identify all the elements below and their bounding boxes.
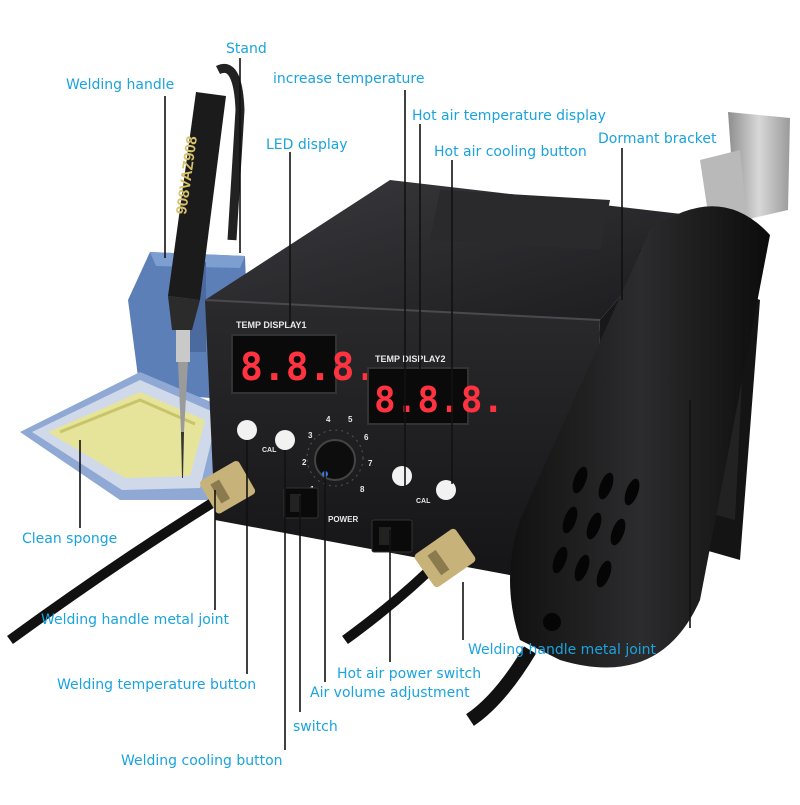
led-display-1 — [231, 334, 337, 394]
dial-mark: 4 — [326, 415, 331, 424]
cal-left: CAL — [262, 447, 277, 454]
label-switch: switch — [293, 719, 338, 735]
label-hot-air-power-switch: Hot air power switch — [337, 666, 482, 682]
iron-connector — [7, 461, 256, 645]
hot-air-connector — [342, 528, 476, 645]
label-hot-air-cooling-button: Hot air cooling button — [434, 144, 587, 160]
display1-title: TEMP DISPLAY1 — [236, 320, 307, 330]
welding-cooling-btn[interactable] — [237, 420, 257, 440]
display2-title: TEMP DISPLAY2 — [375, 354, 446, 364]
display2-value: 8.8.8. — [374, 380, 504, 421]
label-hot-air-temperature-display: Hot air temperature display — [412, 108, 606, 124]
label-welding-handle-metal-joint-right: Welding handle metal joint — [468, 642, 657, 658]
label-welding-cooling-button: Welding cooling button — [121, 753, 283, 769]
hot-air-power-switch[interactable] — [371, 519, 413, 553]
hot-air-gun — [465, 112, 790, 726]
dial-mark: 8 — [360, 485, 365, 494]
display1-value: 8.8.8. — [240, 345, 377, 389]
dial-mark: 6 — [364, 433, 369, 442]
label-stand: Stand — [226, 41, 267, 57]
clean-sponge-tray — [20, 372, 230, 500]
label-air-volume-adjustment: Air volume adjustment — [310, 685, 470, 701]
hot-air-cooling-btn[interactable] — [436, 480, 456, 500]
dial-mark: 2 — [302, 458, 307, 467]
label-increase-temperature: increase temperature — [273, 71, 425, 87]
dial-mark: 7 — [368, 459, 373, 468]
increase-temperature-btn[interactable] — [392, 466, 412, 486]
label-clean-sponge: Clean sponge — [22, 531, 118, 547]
air-volume-knob[interactable] — [314, 439, 356, 481]
cal-right: CAL — [416, 498, 431, 505]
dial-mark: 5 — [348, 415, 353, 424]
label-welding-handle: Welding handle — [66, 77, 175, 93]
welding-temperature-btn[interactable] — [275, 430, 295, 450]
label-welding-handle-metal-joint-left: Welding handle metal joint — [41, 612, 230, 628]
leader-lines — [79, 58, 691, 750]
label-led-display: LED display — [266, 137, 348, 153]
power-label: POWER — [328, 515, 358, 524]
dial-mark: 3 — [308, 431, 313, 440]
label-welding-temperature-button: Welding temperature button — [57, 677, 257, 693]
label-dormant-bracket: Dormant bracket — [598, 131, 717, 147]
